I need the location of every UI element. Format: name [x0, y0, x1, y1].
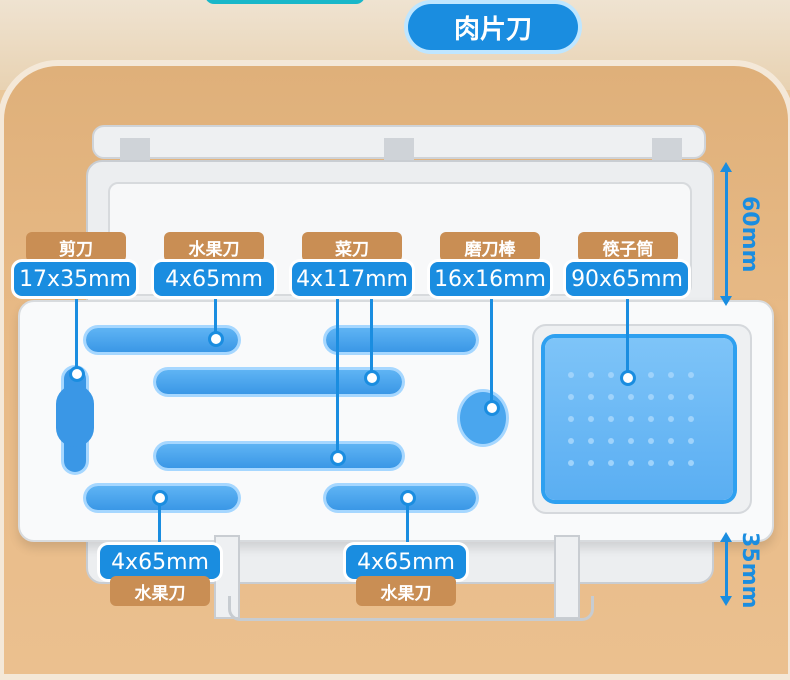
- label-fruit-knife-name: 水果刀: [164, 232, 264, 262]
- title-badge: 肉片刀: [408, 4, 578, 50]
- leader-chopstick-holder: [626, 296, 629, 376]
- drain-hole: [568, 372, 574, 378]
- drain-hole: [628, 460, 634, 466]
- drain-hole: [588, 438, 594, 444]
- marker-chopstick-holder: [620, 370, 636, 386]
- label-fruit-knife-bottom-left-name: 水果刀: [110, 576, 210, 606]
- label-sharpening-rod-name: 磨刀棒: [440, 232, 540, 262]
- organizer-leg-right: [554, 535, 580, 619]
- drain-hole: [668, 394, 674, 400]
- rail-clip-left: [120, 138, 150, 164]
- rail-clip-right: [652, 138, 682, 164]
- leader-chef-knife-b: [370, 296, 373, 376]
- drain-hole: [588, 394, 594, 400]
- marker-fruit-knife-top: [208, 331, 224, 347]
- drain-hole: [568, 416, 574, 422]
- leader-fruit-knife-top: [214, 296, 217, 338]
- label-fruit-knife-bottom-left-size: 4x65mm: [100, 545, 220, 579]
- chef-knife-slot-lower: [156, 444, 402, 468]
- label-scissors-name: 剪刀: [26, 232, 126, 262]
- leader-fruit-knife-bottom-left: [158, 500, 161, 548]
- drain-hole: [568, 394, 574, 400]
- label-scissors-size: 17x35mm: [14, 262, 136, 296]
- drain-hole: [668, 438, 674, 444]
- drain-hole: [668, 416, 674, 422]
- label-chef-knife-name: 菜刀: [302, 232, 402, 262]
- rail-clip-middle: [384, 138, 414, 164]
- drain-hole: [608, 438, 614, 444]
- drain-hole: [648, 460, 654, 466]
- drain-hole: [568, 438, 574, 444]
- drain-hole: [588, 460, 594, 466]
- height-arrow-top: [720, 162, 732, 306]
- organizer-handle: [228, 596, 594, 621]
- drain-hole: [648, 394, 654, 400]
- marker-fruit-knife-bottom-right: [400, 490, 416, 506]
- drain-hole: [688, 394, 694, 400]
- drain-hole: [588, 416, 594, 422]
- chef-knife-slot-upper: [156, 370, 402, 394]
- drain-hole: [628, 416, 634, 422]
- drain-hole: [648, 438, 654, 444]
- leader-chef-knife-a: [336, 296, 339, 456]
- label-fruit-knife-bottom-right-size: 4x65mm: [346, 545, 466, 579]
- drain-hole: [608, 460, 614, 466]
- drain-hole: [648, 416, 654, 422]
- drain-hole: [588, 372, 594, 378]
- marker-scissors: [69, 366, 85, 382]
- drain-hole: [608, 372, 614, 378]
- marker-sharpening-rod: [484, 400, 500, 416]
- height-arrow-bottom: [720, 532, 732, 606]
- drain-hole: [688, 372, 694, 378]
- chopstick-holder: [545, 338, 733, 500]
- drain-hole: [648, 372, 654, 378]
- label-chopstick-holder-size: 90x65mm: [566, 262, 688, 296]
- drain-hole: [568, 460, 574, 466]
- marker-chef-knife-upper: [364, 370, 380, 386]
- scissors-grip-slot: [56, 385, 94, 447]
- fruit-knife-slot-top-right: [326, 328, 476, 352]
- sharpening-rod-hole: [460, 392, 506, 444]
- drain-hole: [688, 416, 694, 422]
- marker-chef-knife-lower: [330, 450, 346, 466]
- leader-sharpening-rod: [490, 296, 493, 406]
- marker-fruit-knife-bottom-left: [152, 490, 168, 506]
- drain-hole: [628, 394, 634, 400]
- chopstick-holder-drain-holes: [568, 372, 708, 482]
- label-fruit-knife-bottom-right-name: 水果刀: [356, 576, 456, 606]
- drain-hole: [628, 438, 634, 444]
- label-chopstick-holder-name: 筷子筒: [578, 232, 678, 262]
- height-label-bottom: 35mm: [737, 532, 762, 609]
- height-label-top: 60mm: [737, 196, 762, 273]
- drain-hole: [668, 460, 674, 466]
- leader-scissors: [75, 296, 78, 376]
- label-chef-knife-size: 4x117mm: [292, 262, 412, 296]
- label-sharpening-rod-size: 16x16mm: [430, 262, 550, 296]
- drain-hole: [608, 416, 614, 422]
- drain-hole: [688, 438, 694, 444]
- partial-label-top: [205, 0, 365, 4]
- drain-hole: [608, 394, 614, 400]
- drain-hole: [688, 460, 694, 466]
- leader-fruit-knife-bottom-right: [406, 500, 409, 548]
- drain-hole: [668, 372, 674, 378]
- label-fruit-knife-size: 4x65mm: [154, 262, 274, 296]
